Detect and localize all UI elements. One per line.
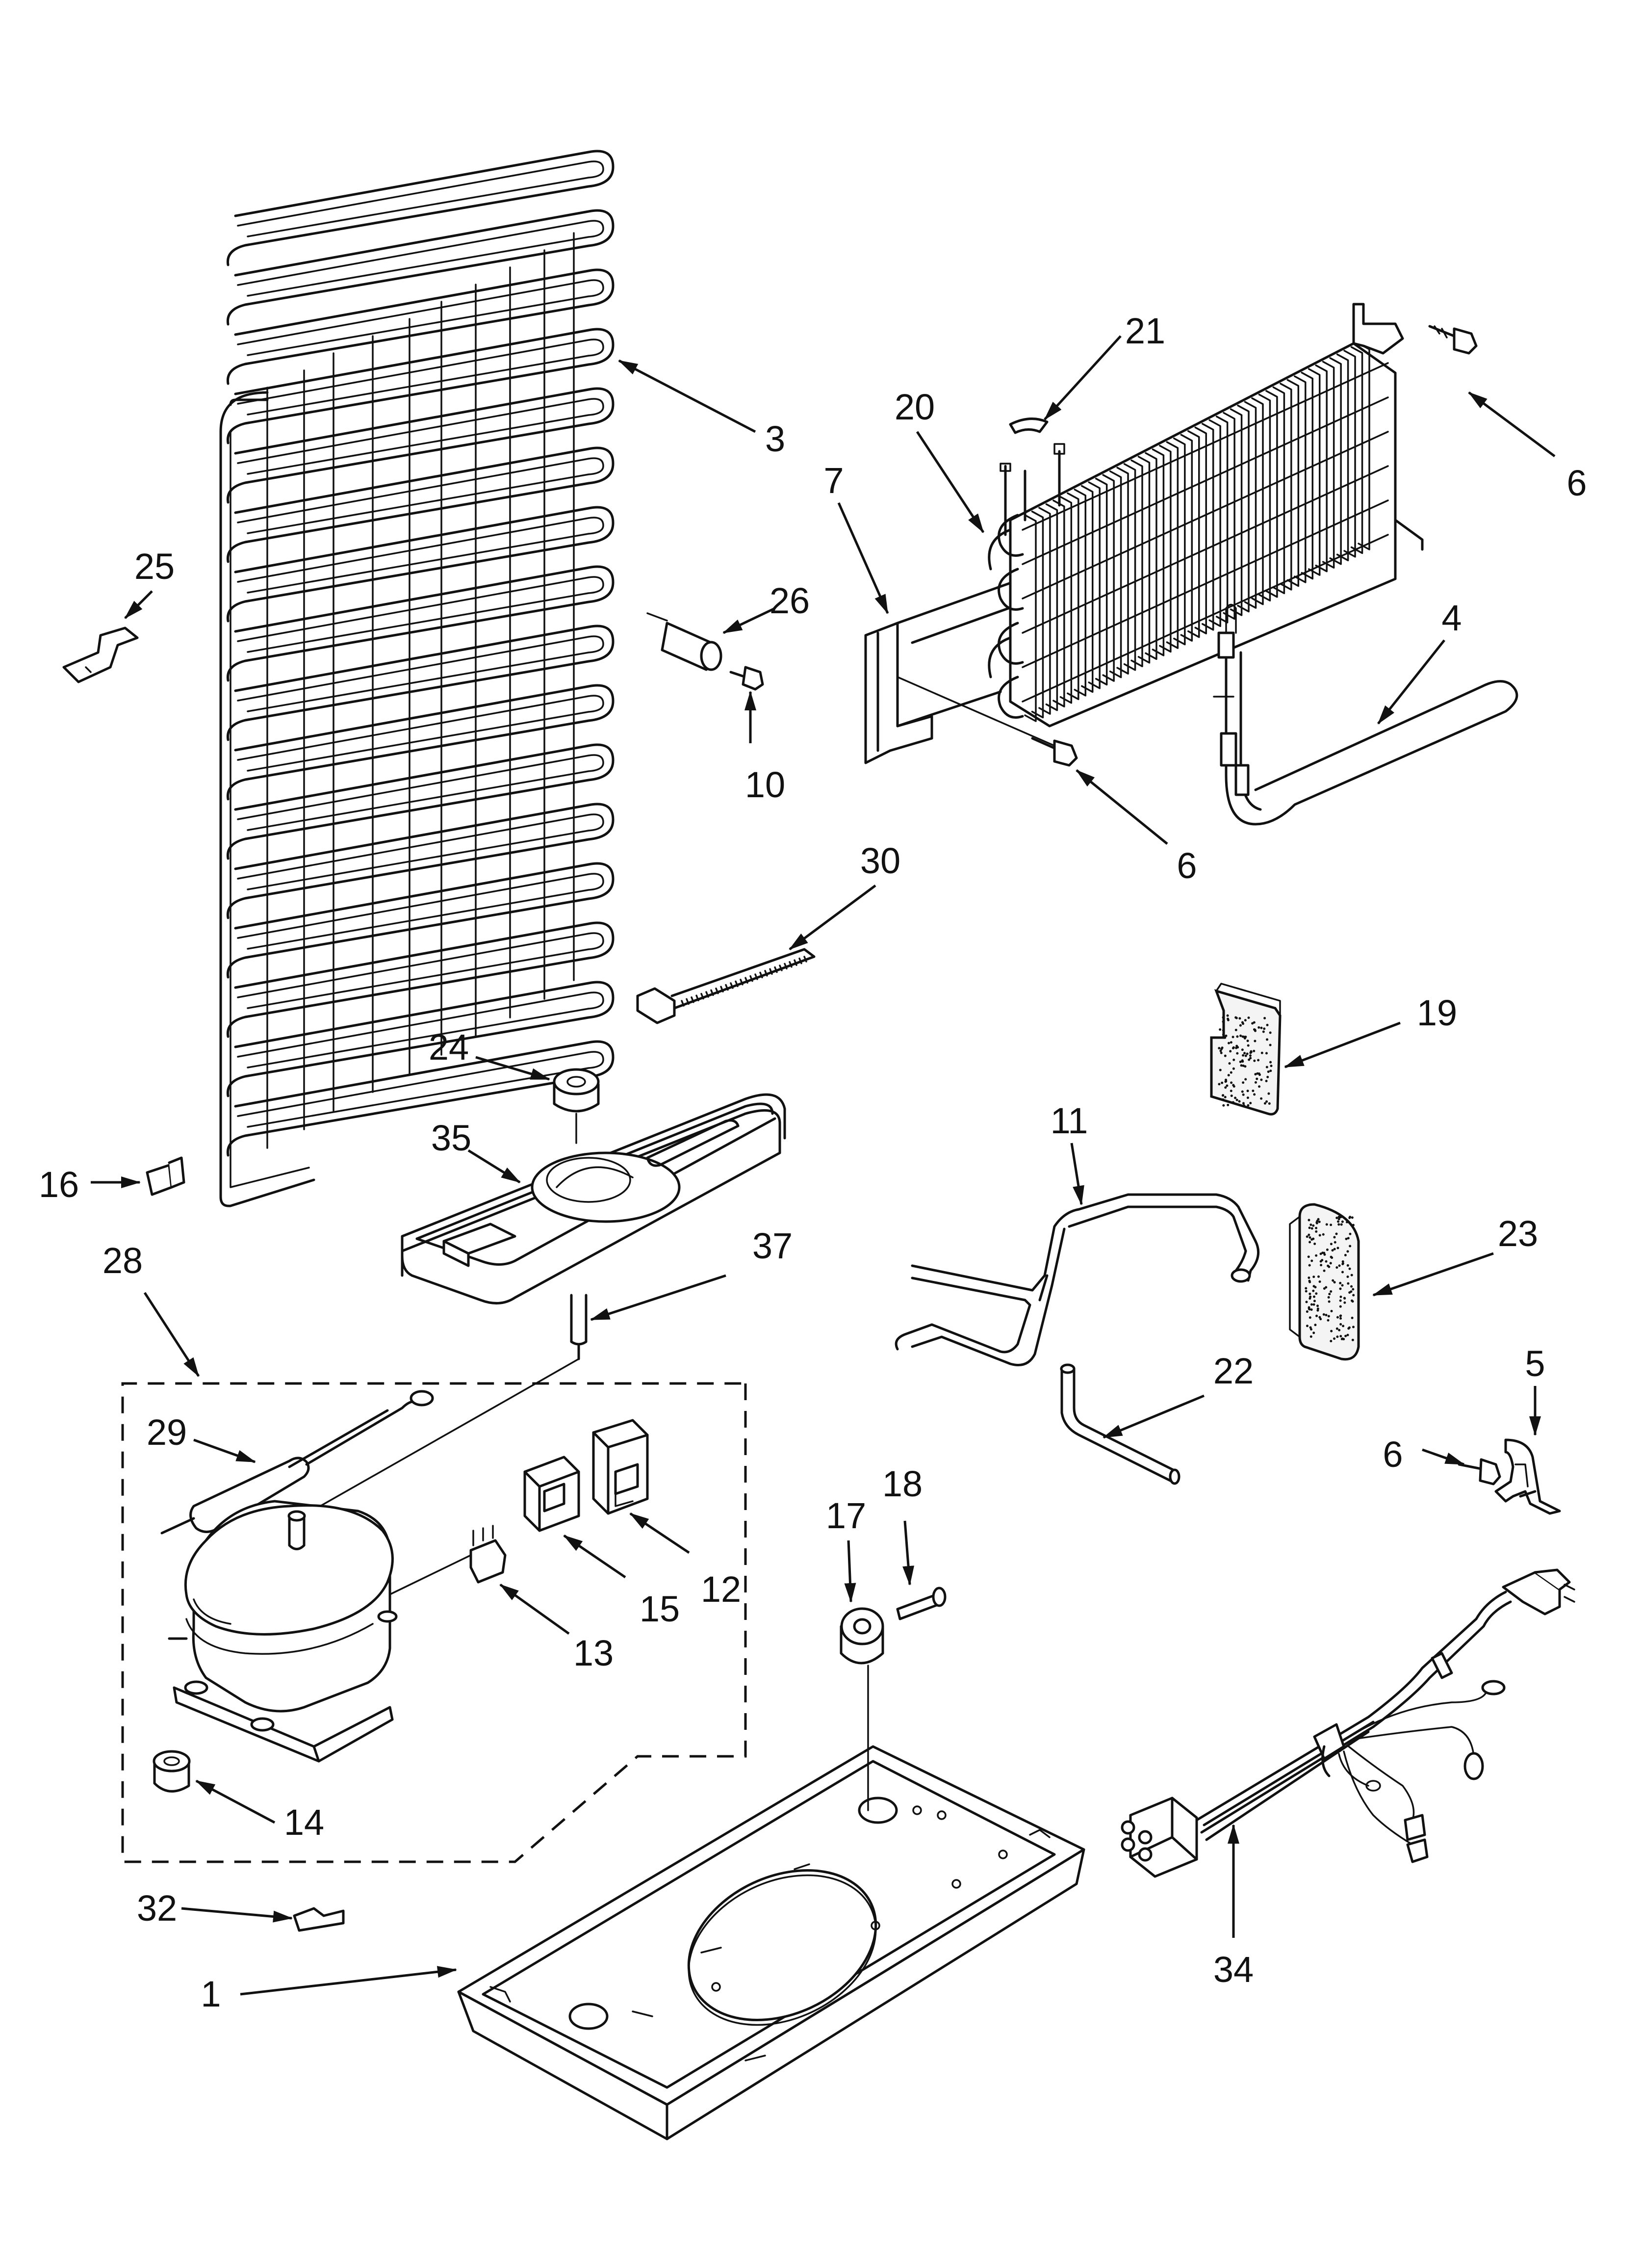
leader-13 (499, 1583, 570, 1635)
leader-12 (629, 1512, 690, 1554)
leader-lines (91, 335, 1556, 1996)
part-label-16: 16 (39, 1164, 79, 1205)
part-label-13: 13 (573, 1633, 614, 1673)
leader-18 (902, 1520, 915, 1586)
leader-14 (195, 1779, 276, 1824)
leader-37 (590, 1274, 726, 1321)
condenser-coil (219, 150, 615, 1207)
leader-3 (618, 359, 756, 433)
part-label-3: 3 (765, 418, 785, 459)
leader-25 (124, 590, 153, 619)
part-label-6b: 6 (1177, 845, 1197, 886)
part-label-34: 34 (1213, 1949, 1254, 1990)
leader-35 (467, 1149, 521, 1184)
screw-10 (729, 666, 764, 691)
screw-6-top (1428, 325, 1478, 355)
leader-6a (1468, 391, 1556, 458)
leader-11 (1070, 1143, 1084, 1205)
tube-11 (895, 1193, 1260, 1366)
evaporator (864, 303, 1424, 764)
part-label-28: 28 (103, 1240, 143, 1281)
part-label-4: 4 (1441, 598, 1462, 638)
leader-7 (837, 502, 889, 614)
clip-16 (146, 1156, 185, 1196)
leader-32 (181, 1907, 293, 1923)
leader-23 (1372, 1252, 1494, 1297)
grommet-17 (840, 1607, 884, 1665)
compressor-assembly-28 (121, 1358, 747, 1863)
part-label-30: 30 (860, 840, 900, 881)
leader-15 (563, 1534, 626, 1579)
screw-6-lower (1458, 1458, 1501, 1486)
part-label-19: 19 (1417, 992, 1457, 1033)
part-label-11: 11 (1051, 1100, 1088, 1141)
base-pan-1 (457, 1665, 1085, 2140)
leader-4 (1377, 639, 1445, 725)
pin-18 (896, 1587, 947, 1620)
part-label-23: 23 (1498, 1213, 1538, 1254)
leader-6c (1422, 1448, 1465, 1466)
part-label-14: 14 (284, 1802, 324, 1843)
part-label-15: 15 (640, 1589, 680, 1629)
part-label-12: 12 (701, 1569, 741, 1610)
leader-30 (789, 884, 876, 951)
leader-1 (240, 1966, 457, 1996)
part-label-24: 24 (429, 1027, 469, 1068)
part-label-21: 21 (1125, 311, 1165, 351)
part-label-7: 7 (823, 460, 844, 501)
part-label-26: 26 (770, 580, 810, 621)
leader-26 (722, 607, 776, 634)
part-label-20: 20 (895, 387, 935, 427)
leader-24 (475, 1056, 550, 1081)
part-label-32: 32 (137, 1888, 177, 1929)
foam-block-23 (1289, 1203, 1360, 1361)
part-label-6c: 6 (1383, 1434, 1403, 1475)
leader-17 (844, 1540, 856, 1603)
part-label-6a: 6 (1566, 463, 1587, 503)
part-labels: 3 1 4 5 6 6 6 7 10 11 12 13 14 15 16 17 … (39, 311, 1587, 2014)
screw-6-middle (1031, 737, 1078, 767)
leader-29 (193, 1438, 256, 1463)
part-label-25: 25 (134, 546, 175, 587)
clip-32 (293, 1907, 345, 1932)
leader-19 (1284, 1021, 1401, 1069)
part-label-29: 29 (147, 1412, 187, 1453)
tube-22 (1060, 1363, 1180, 1485)
part-label-10: 10 (745, 764, 785, 805)
leader-28 (143, 1292, 200, 1377)
leader-20 (916, 431, 985, 533)
part-label-17: 17 (826, 1495, 866, 1536)
wire-harness-34 (1121, 1568, 1575, 1878)
bracket-5 (1494, 1438, 1561, 1515)
part-label-1: 1 (201, 1974, 221, 2014)
part-label-5: 5 (1525, 1343, 1545, 1384)
part-label-37: 37 (752, 1225, 793, 1266)
spacer-26 (646, 612, 722, 671)
part-label-35: 35 (431, 1118, 471, 1158)
part-label-18: 18 (882, 1463, 923, 1504)
drain-pan-35 (401, 1093, 786, 1360)
bracket-25 (62, 626, 139, 683)
leader-22 (1103, 1394, 1205, 1439)
cable-tie-30 (636, 948, 816, 1024)
defrost-heater (1213, 603, 1518, 826)
leader-6b (1076, 769, 1168, 845)
leader-21 (1044, 335, 1122, 420)
part-label-22: 22 (1213, 1351, 1254, 1391)
foam-block-19 (1210, 983, 1282, 1116)
grommet-24 (553, 1068, 600, 1144)
